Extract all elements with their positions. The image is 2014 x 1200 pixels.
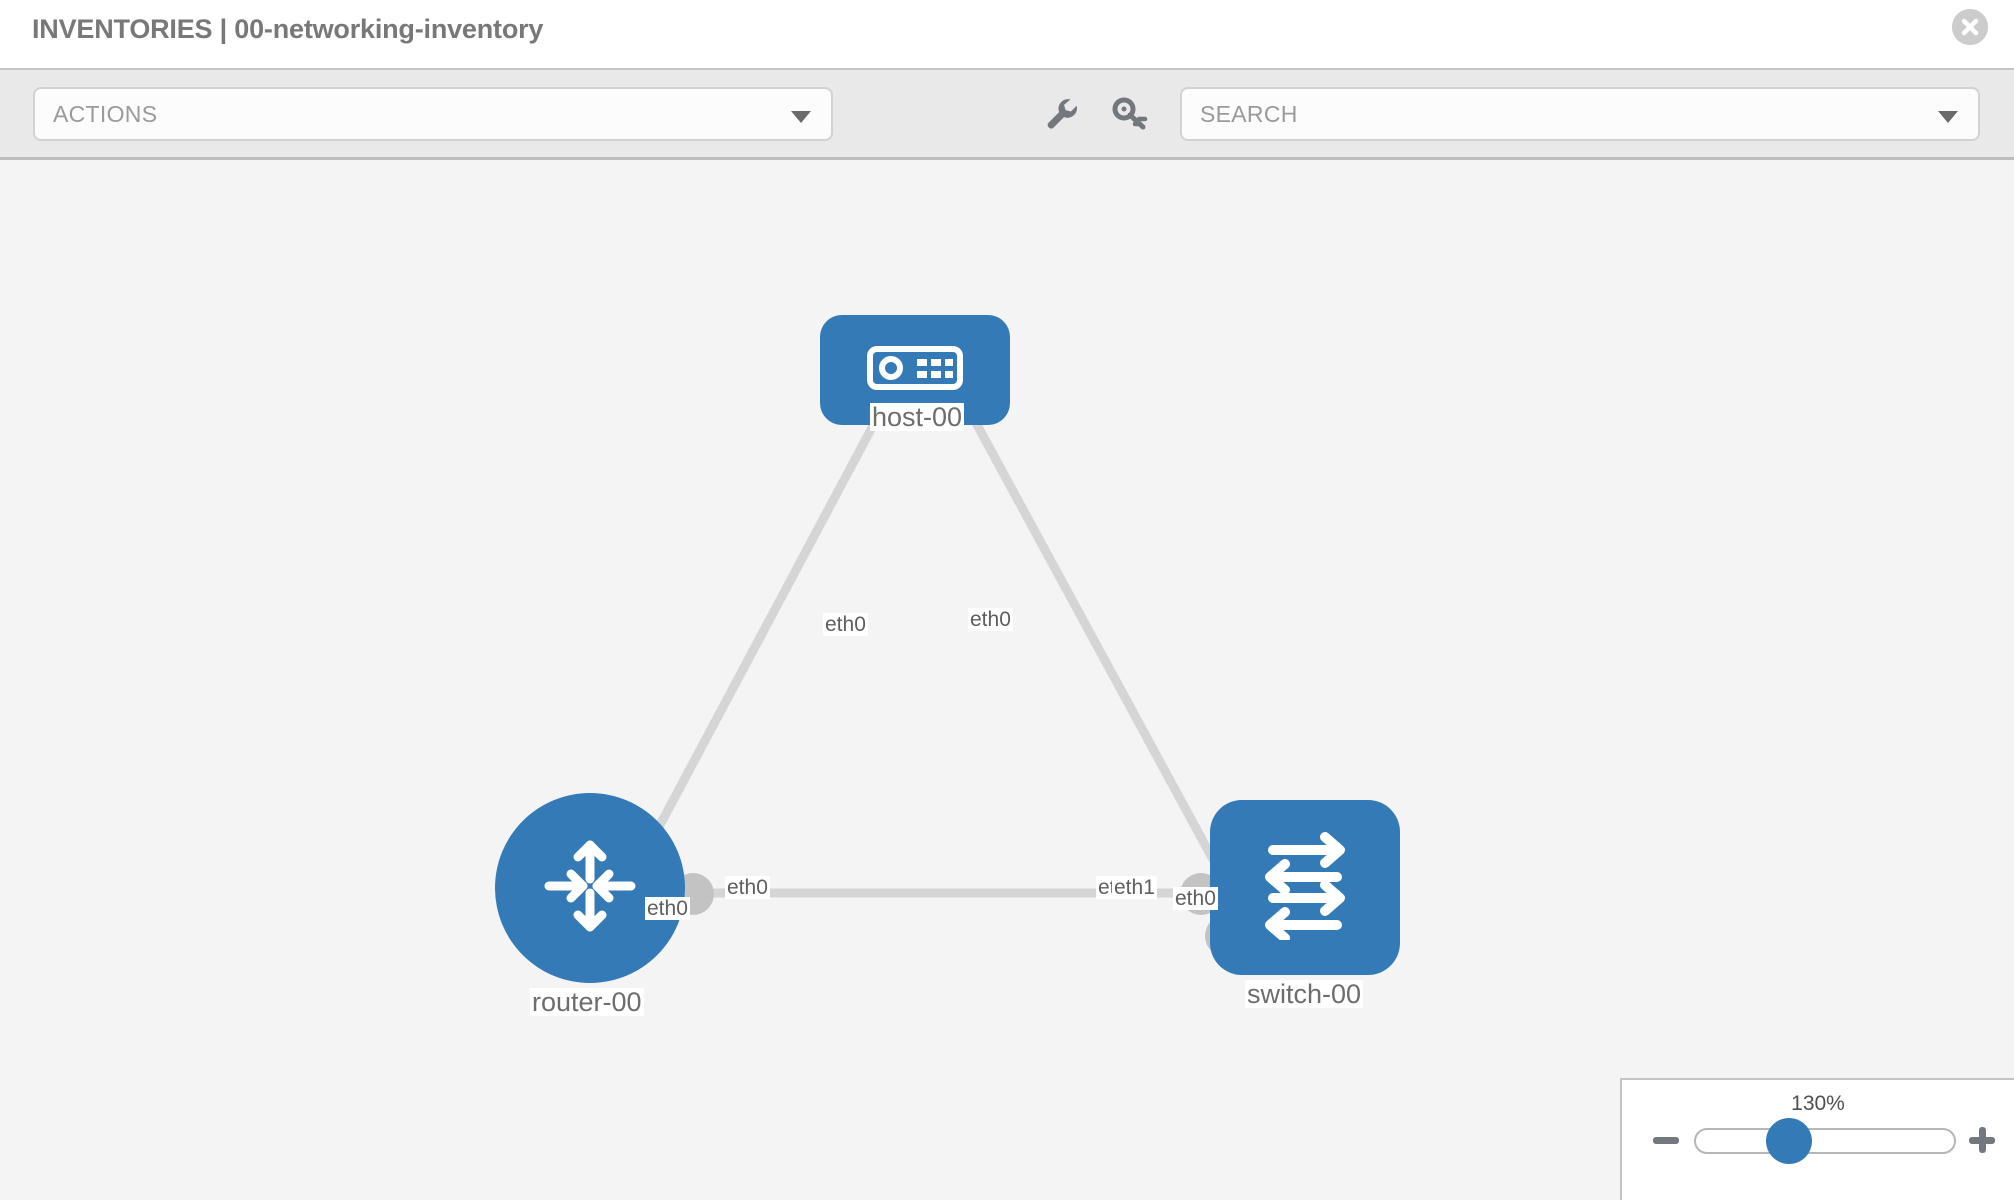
plus-icon[interactable]: [1966, 1124, 1998, 1156]
minus-icon[interactable]: [1650, 1124, 1682, 1156]
link-label-host-right: eth0: [968, 608, 1013, 632]
router-node-shape[interactable]: [495, 793, 685, 983]
node-label-router-00: router-00: [530, 987, 644, 1017]
zoom-slider-track[interactable]: [1694, 1128, 1956, 1154]
page-title: INVENTORIES | 00-networking-inventory: [32, 14, 544, 44]
node-host-00[interactable]: host-00: [820, 315, 1010, 431]
switch-arrows-icon: [1245, 830, 1365, 945]
zoom-level-value: 130%: [1791, 1092, 1845, 1115]
node-router-00[interactable]: router-00: [495, 793, 685, 1016]
toolbar: ACTIONS SEARCH: [0, 68, 2014, 160]
node-switch-00[interactable]: switch-00: [1210, 800, 1400, 1008]
switch-node-shape[interactable]: [1210, 800, 1400, 975]
link-label-router-switch-left: eth0: [725, 876, 770, 900]
link-host-switch: [946, 372, 1239, 903]
node-label-switch-00: switch-00: [1245, 979, 1364, 1009]
link-label-router-host: eth0: [645, 897, 690, 921]
server-icon: [867, 345, 963, 395]
link-router-host: [616, 372, 904, 903]
link-label-switch-host: eth0: [1173, 887, 1218, 911]
chevron-down-icon[interactable]: [1938, 111, 1958, 123]
search-input[interactable]: SEARCH: [1180, 87, 1980, 141]
link-label-host-left: eth0: [823, 613, 868, 637]
actions-dropdown[interactable]: ACTIONS: [33, 87, 833, 141]
zoom-control-panel: 130%: [1620, 1078, 2014, 1200]
node-label-host-00: host-00: [870, 402, 965, 432]
router-arrows-icon: [535, 831, 645, 946]
wrench-icon[interactable]: [1040, 92, 1084, 136]
chevron-down-icon: [791, 111, 811, 123]
search-placeholder: SEARCH: [1200, 101, 1298, 127]
key-icon[interactable]: [1108, 92, 1152, 136]
page-header: INVENTORIES | 00-networking-inventory: [0, 0, 2014, 68]
actions-dropdown-label: ACTIONS: [53, 101, 158, 127]
topology-canvas[interactable]: host-00: [0, 160, 2014, 1200]
close-icon[interactable]: [1952, 9, 1988, 45]
zoom-slider-thumb[interactable]: [1766, 1118, 1812, 1164]
link-label-router-switch-right: eth1: [1112, 876, 1157, 900]
